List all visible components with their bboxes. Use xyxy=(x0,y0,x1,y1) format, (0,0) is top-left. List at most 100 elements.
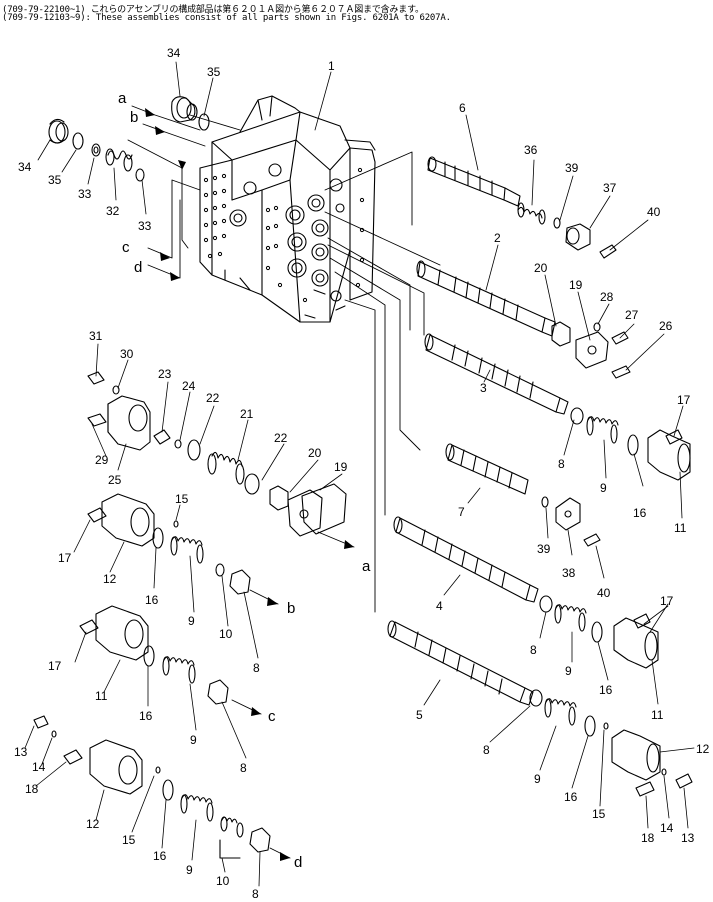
callout-8-left-a: 8 xyxy=(253,661,260,675)
right-cover-group-middle xyxy=(539,595,659,669)
callout-16-right-a: 16 xyxy=(633,506,647,520)
callout-16-right-c: 16 xyxy=(564,790,578,804)
callout-34-left: 34 xyxy=(18,160,32,174)
callout-25: 25 xyxy=(108,473,122,487)
callout-13-left: 13 xyxy=(14,745,28,759)
callout-4: 4 xyxy=(436,599,443,613)
callout-10-left-a: 10 xyxy=(219,627,233,641)
callout-17-left-b: 17 xyxy=(48,659,62,673)
callout-35-left: 35 xyxy=(48,173,62,187)
callout-33-left-a: 33 xyxy=(78,187,92,201)
left-cover-12-upper xyxy=(87,493,251,595)
plug-assembly-top xyxy=(171,96,210,131)
lower-arrow-lines xyxy=(231,531,355,859)
callout-17-right-b: 17 xyxy=(660,594,674,608)
callout-31: 31 xyxy=(89,329,103,343)
callout-19-left: 19 xyxy=(334,460,348,474)
callout-39-top: 39 xyxy=(565,161,579,175)
plug-assembly-left xyxy=(48,118,145,182)
callout-29: 29 xyxy=(95,453,109,467)
callout-32: 32 xyxy=(106,204,120,218)
callout-10-left-b: 10 xyxy=(216,874,230,888)
callout-6: 6 xyxy=(459,101,466,115)
callout-b-lower: b xyxy=(287,600,295,617)
callout-26: 26 xyxy=(659,319,673,333)
callout-40-top: 40 xyxy=(647,205,661,219)
callout-2: 2 xyxy=(494,231,501,245)
callout-37: 37 xyxy=(603,181,617,195)
callout-40-mid: 40 xyxy=(597,586,611,600)
callout-14-right: 14 xyxy=(660,821,674,835)
callout-17-left-a: 17 xyxy=(58,551,72,565)
callout-9-right-b: 9 xyxy=(565,664,572,678)
callout-8-right-b: 8 xyxy=(530,643,537,657)
callout-8-right-c: 8 xyxy=(483,743,490,757)
callout-35-top: 35 xyxy=(207,65,221,79)
callout-34-top: 34 xyxy=(167,46,181,60)
callout-12-left-a: 12 xyxy=(103,572,117,586)
callout-7: 7 xyxy=(458,505,465,519)
callout-15-left-b: 15 xyxy=(122,833,136,847)
callout-11-right-b: 11 xyxy=(651,708,664,722)
spool-7 xyxy=(445,443,601,547)
callout-27: 27 xyxy=(625,308,639,322)
callout-11-left: 11 xyxy=(95,689,108,703)
callout-b-top: b xyxy=(130,109,138,126)
callout-14-left: 14 xyxy=(32,760,46,774)
callout-5: 5 xyxy=(416,708,423,722)
left-cover-11 xyxy=(79,605,229,705)
callout-c-lower: c xyxy=(268,708,276,725)
right-cover-group-lower xyxy=(529,689,693,797)
callout-22-left-a: 22 xyxy=(206,391,220,405)
spool-5 xyxy=(387,620,534,706)
callout-16-left-a: 16 xyxy=(145,593,159,607)
callout-9-right-a: 9 xyxy=(600,481,607,495)
callout-20-left: 20 xyxy=(308,446,322,460)
callout-15-right: 15 xyxy=(592,807,606,821)
callout-9-right-c: 9 xyxy=(534,772,541,786)
callout-21: 21 xyxy=(240,407,254,421)
callout-30: 30 xyxy=(120,347,134,361)
callout-16-left-c: 16 xyxy=(153,849,167,863)
spool-6-assembly xyxy=(427,156,617,259)
callout-39-mid: 39 xyxy=(537,542,551,556)
callout-23: 23 xyxy=(158,367,172,381)
callout-18-right: 18 xyxy=(641,831,655,845)
callout-15-left: 15 xyxy=(175,492,189,506)
spool-2 xyxy=(416,260,631,379)
callout-38: 38 xyxy=(562,566,576,580)
spool-3 xyxy=(424,333,569,415)
callout-33-left-b: 33 xyxy=(138,219,152,233)
left-cover-25-assembly xyxy=(87,371,182,451)
callout-36: 36 xyxy=(524,143,538,157)
callout-8-right-a: 8 xyxy=(558,457,565,471)
callout-12-left-b: 12 xyxy=(86,817,100,831)
callout-8-left-c: 8 xyxy=(252,887,259,901)
right-cover-group-upper xyxy=(570,407,691,481)
spool-4 xyxy=(393,516,539,603)
callout-19-right: 19 xyxy=(569,278,583,292)
left-cover-12-lower xyxy=(33,715,271,859)
callout-24: 24 xyxy=(182,379,196,393)
callout-17-right-a: 17 xyxy=(677,393,691,407)
valve-body xyxy=(199,95,376,323)
callout-c-top: c xyxy=(122,239,130,256)
callout-20-right: 20 xyxy=(534,261,548,275)
callout-22-left-b: 22 xyxy=(274,431,288,445)
callout-11-right-a: 11 xyxy=(674,521,687,535)
callout-d-lower: d xyxy=(294,854,302,871)
callout-9-left-a: 9 xyxy=(188,614,195,628)
callout-12-right: 12 xyxy=(696,742,710,756)
callout-16-left-b: 16 xyxy=(139,709,153,723)
callout-a-lower: a xyxy=(362,558,371,575)
callout-labels: 1 34 35 34 35 33 32 33 a b c d 6 36 39 3… xyxy=(14,46,710,901)
callout-leader-lines xyxy=(24,61,695,887)
callout-9-left-c: 9 xyxy=(186,863,193,877)
header-line-japanese: (709-79-22100~1) これらのアセンブリの構成部品は第６２０１Ａ図か… xyxy=(2,5,424,15)
header-line-english: (709-79-12103~9): These assemblies consi… xyxy=(2,13,451,23)
callout-16-right-b: 16 xyxy=(599,683,613,697)
callout-18-left: 18 xyxy=(25,782,39,796)
callout-28: 28 xyxy=(600,290,614,304)
